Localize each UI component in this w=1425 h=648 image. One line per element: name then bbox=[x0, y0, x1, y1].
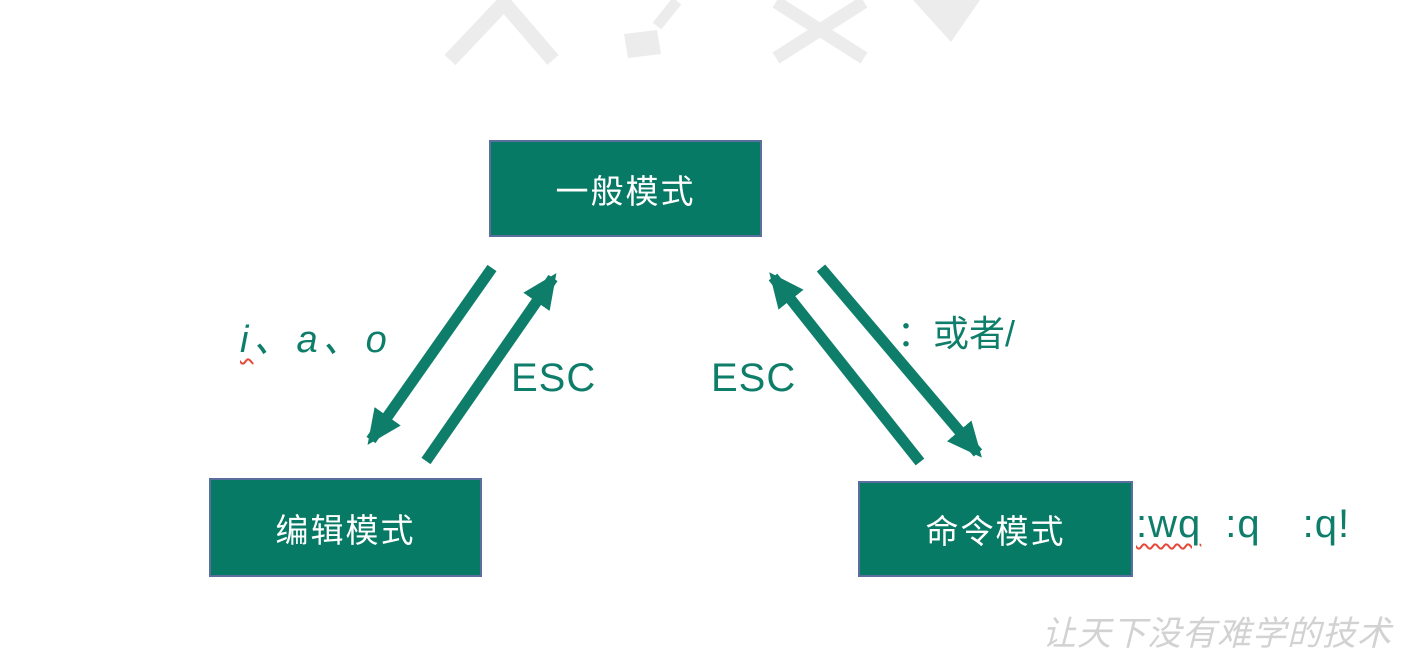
slogan-watermark: 让天下没有难学的技术 bbox=[1042, 614, 1392, 648]
insert-key-i: i bbox=[240, 319, 254, 361]
node-edit-mode: 编辑模式 bbox=[209, 478, 482, 577]
arrow-edit-to-normal-icon bbox=[421, 273, 558, 465]
edge-label-esc-right: ESC bbox=[711, 356, 797, 400]
insert-keys-rest: 、a、o bbox=[253, 319, 392, 361]
node-command-mode-label: 命令模式 bbox=[925, 513, 1066, 550]
watermark-slash-shape bbox=[913, 0, 980, 42]
logo-watermark bbox=[444, 0, 980, 66]
watermark-caret-shape bbox=[444, 0, 559, 66]
edge-label-insert-keys: i、a、o bbox=[240, 308, 392, 363]
watermark-x-stroke-2 bbox=[772, 0, 868, 64]
arrow-command-to-normal-icon bbox=[768, 272, 925, 466]
command-examples: :wq :q :q! bbox=[1136, 502, 1350, 547]
arrow-normal-to-edit-icon bbox=[366, 264, 497, 445]
arrow-normal-to-command-icon bbox=[816, 264, 983, 458]
edge-label-esc-left: ESC bbox=[511, 356, 597, 400]
watermark-square-shape bbox=[624, 30, 661, 58]
node-edit-mode-label: 编辑模式 bbox=[275, 511, 416, 549]
watermark-tick-shape bbox=[652, 0, 682, 30]
node-command-mode: 命令模式 bbox=[858, 481, 1133, 577]
command-wq: :wq bbox=[1136, 502, 1202, 546]
edge-label-colon-or-slash: ：或者/ bbox=[897, 313, 1016, 354]
node-normal-mode: 一般模式 bbox=[489, 140, 762, 237]
command-q-bang: :q! bbox=[1302, 502, 1351, 546]
node-normal-mode-label: 一般模式 bbox=[555, 172, 696, 210]
command-q: :q bbox=[1225, 502, 1261, 546]
